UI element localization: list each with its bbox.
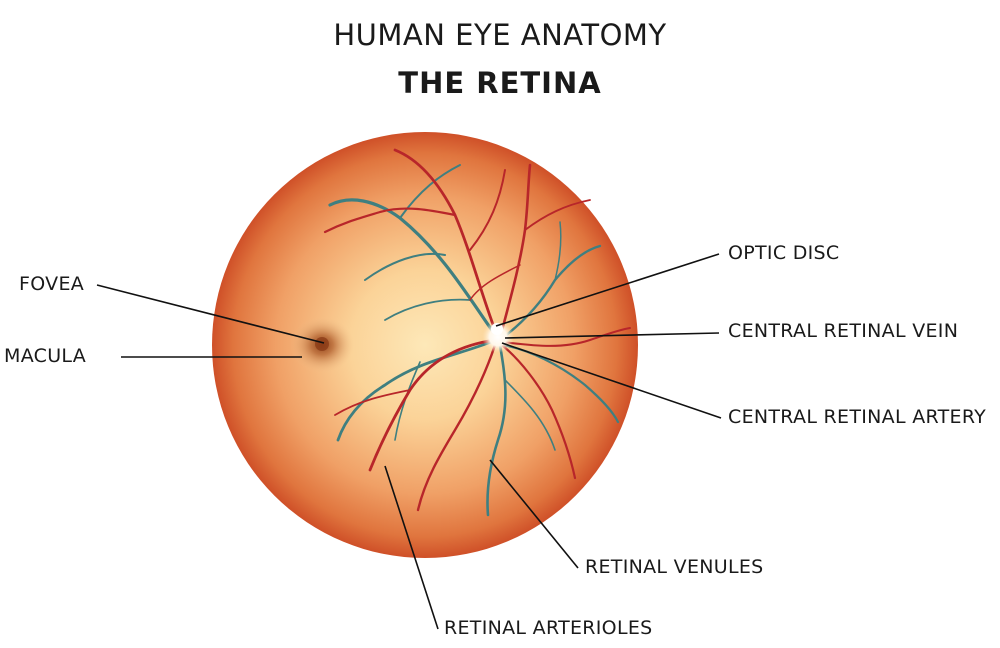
fovea-spot [315,337,329,351]
retinal-arterioles-leader-line [384,465,439,630]
label-central-retinal-artery: CENTRAL RETINAL ARTERY [728,406,987,428]
label-optic-disc: OPTIC DISC [728,242,840,264]
label-central-retinal-vein: CENTRAL RETINAL VEIN [728,320,959,342]
central-retinal-vein-leader-line [504,332,720,339]
leader-lines [96,253,722,630]
page-title: HUMAN EYE ANATOMY [333,18,667,52]
optic-disc-leader-line [495,253,720,327]
label-macula: MACULA [4,345,87,367]
label-retinal-venules: RETINAL VENULES [585,556,764,578]
page-subtitle: THE RETINA [398,66,602,100]
label-fovea: FOVEA [19,273,85,295]
optic-cup [491,323,503,335]
central-retinal-artery-leader-line [501,342,722,419]
retinal-arteries [323,148,631,512]
label-retinal-arterioles: RETINAL ARTERIOLES [444,617,653,639]
retina-fundus [212,132,638,558]
fovea-leader-line [96,284,325,344]
retinal-venules-leader-line [489,459,579,569]
